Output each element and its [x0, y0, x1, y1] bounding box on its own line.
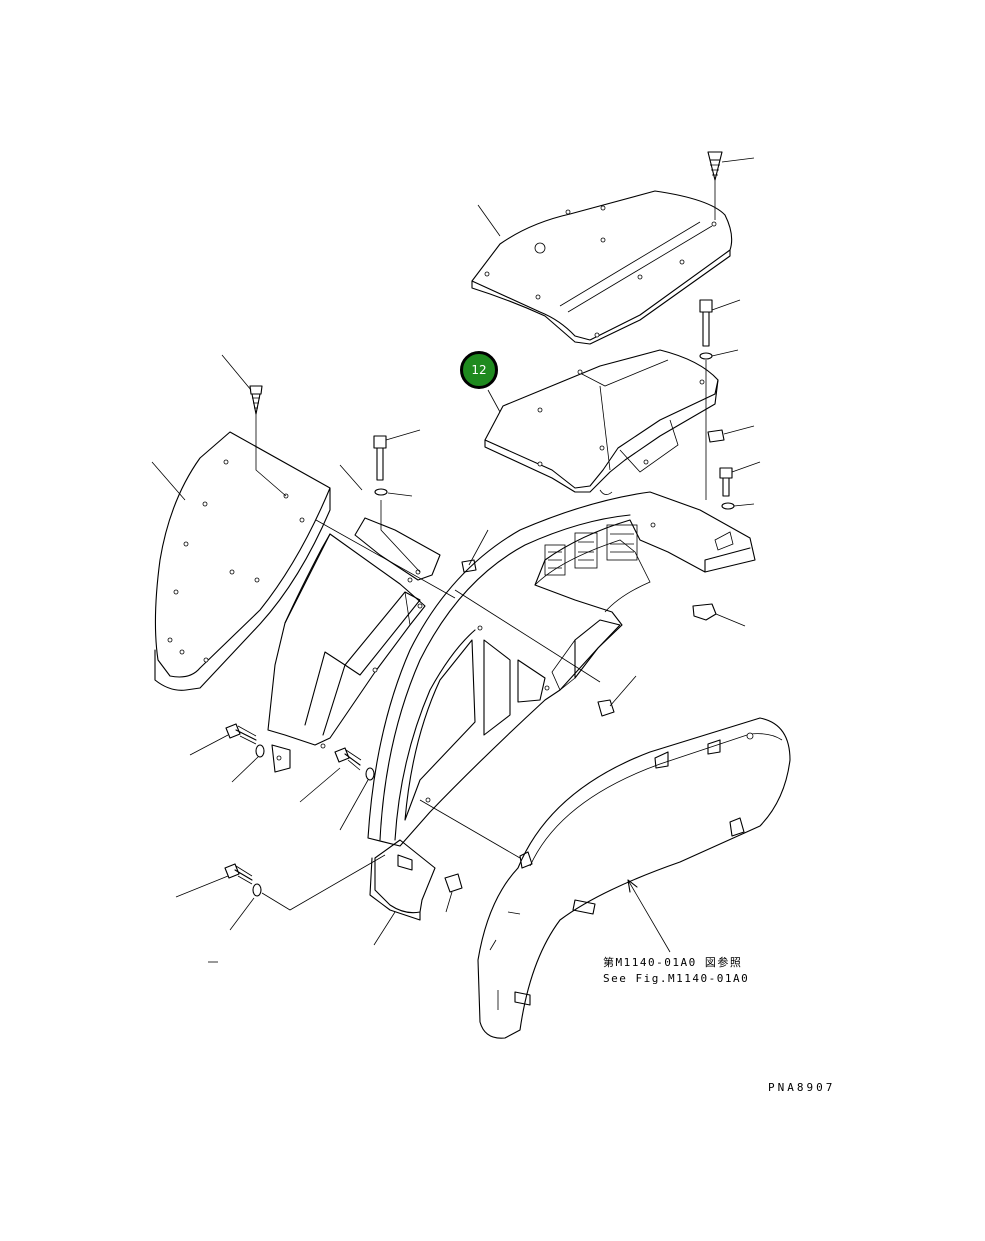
clip-lower [444, 873, 463, 913]
bolt-lower-left-2 [299, 747, 375, 831]
top-cover-upper [471, 190, 733, 345]
mud-flap [369, 839, 436, 946]
upper-bracket [354, 517, 441, 583]
screw-left [221, 354, 287, 497]
top-cover-lower [484, 349, 719, 495]
rear-fender [477, 717, 791, 1039]
clip-right-1 [707, 425, 755, 443]
bolt-washer-right-2 [719, 461, 761, 510]
clip-right-2 [692, 603, 746, 627]
bolt-washer-right-1 [699, 299, 741, 500]
bolt-washer-middle [373, 429, 421, 573]
figure-code: PNA8907 [768, 1081, 836, 1094]
reference-note-japanese: 第M1140-01A0 図参照 [603, 956, 743, 969]
callout-number-12[interactable]: 12 [460, 351, 498, 389]
inner-side-panel [267, 464, 456, 773]
screw-top-right [707, 151, 755, 220]
bolt-lower-left-1 [189, 723, 265, 783]
callout-label: 12 [471, 363, 487, 377]
main-fender-frame [367, 491, 756, 847]
reference-note-english: See Fig.M1140-01A0 [603, 972, 750, 985]
bolt-lower-left-3 [175, 854, 386, 931]
left-fender-panel [151, 431, 331, 691]
